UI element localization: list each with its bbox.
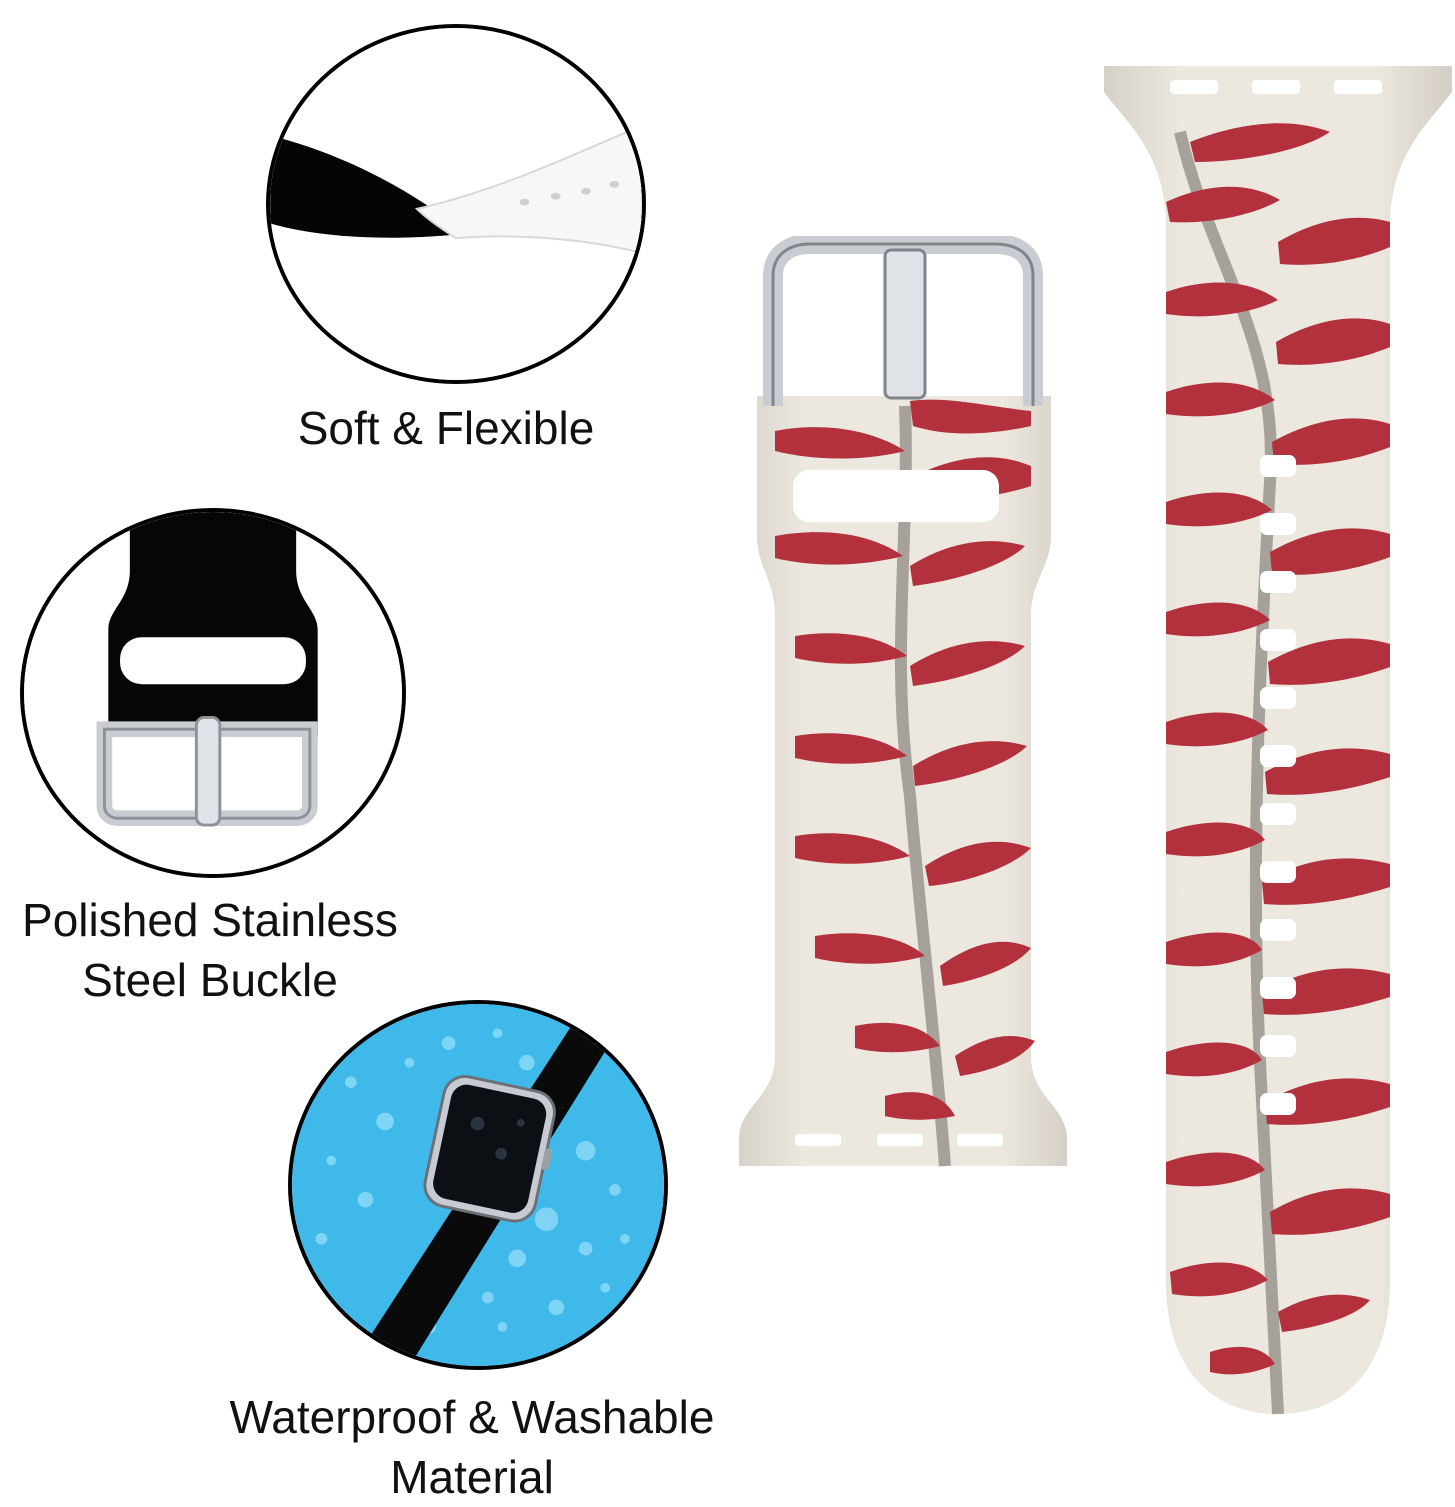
soft-flexible-circle <box>266 24 646 384</box>
waterproof-circle <box>288 1000 668 1370</box>
water-drop-watch-icon <box>292 1004 664 1366</box>
caption-line: Soft & Flexible <box>297 402 595 454</box>
soft-strap-icon <box>270 28 642 380</box>
caption-line: Polished Stainless <box>22 894 398 946</box>
short-band-image <box>739 236 1067 1167</box>
caption-line: Waterproof & Washable <box>229 1391 715 1443</box>
buckle-icon <box>24 512 402 874</box>
buckle-circle <box>20 508 406 878</box>
stitch-group <box>775 399 1035 1120</box>
buckle-caption: Polished Stainless Steel Buckle <box>0 890 420 1010</box>
caption-line: Steel Buckle <box>82 954 338 1006</box>
caption-line: Material <box>390 1451 554 1503</box>
long-band-image <box>1104 66 1452 1415</box>
waterproof-caption: Waterproof & Washable Material <box>182 1387 762 1507</box>
soft-flexible-caption: Soft & Flexible <box>246 398 646 458</box>
